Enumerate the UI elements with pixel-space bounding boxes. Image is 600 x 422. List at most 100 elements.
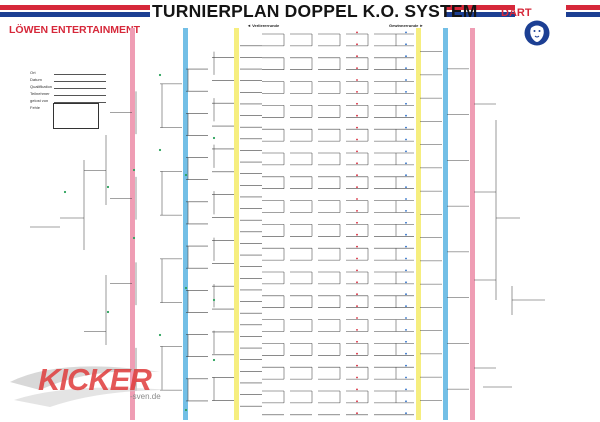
seed-dot bbox=[212, 298, 216, 302]
brand-dart: DART bbox=[501, 7, 532, 19]
score-dot bbox=[405, 102, 407, 105]
notes-box[interactable] bbox=[53, 103, 99, 129]
score-dot bbox=[356, 114, 358, 117]
score-dot bbox=[356, 126, 358, 129]
score-dot bbox=[405, 305, 407, 307]
seed-dot bbox=[132, 236, 136, 240]
score-dot bbox=[356, 79, 358, 81]
score-dot bbox=[405, 245, 407, 248]
score-dot bbox=[356, 210, 358, 212]
score-dot bbox=[405, 55, 407, 58]
score-dot bbox=[356, 162, 358, 165]
score-dot bbox=[356, 352, 358, 355]
score-dot bbox=[356, 388, 358, 391]
score-dot bbox=[356, 43, 358, 46]
score-dot bbox=[356, 67, 358, 69]
score-dot bbox=[356, 31, 358, 34]
seed-dot bbox=[158, 73, 162, 77]
seed-dot bbox=[184, 173, 188, 177]
score-dot bbox=[405, 221, 407, 224]
score-dot bbox=[356, 221, 358, 224]
score-dot bbox=[405, 43, 407, 46]
score-dot bbox=[405, 198, 407, 200]
color-stripe bbox=[130, 28, 135, 420]
score-dot bbox=[356, 102, 358, 105]
score-dot bbox=[356, 233, 358, 236]
score-dot bbox=[356, 329, 358, 331]
section-winners-text: Gewinnerrunde bbox=[389, 23, 419, 28]
watermark-text: KICKER bbox=[38, 362, 152, 397]
score-dot bbox=[356, 317, 358, 319]
info-label: gelost von bbox=[30, 98, 49, 103]
color-stripe bbox=[234, 28, 239, 420]
score-dot bbox=[405, 162, 407, 165]
score-dot bbox=[356, 257, 358, 260]
seed-dot bbox=[132, 168, 136, 172]
score-dot bbox=[356, 281, 358, 284]
color-stripe bbox=[470, 28, 475, 420]
score-dot bbox=[356, 55, 358, 58]
score-dot bbox=[405, 281, 407, 284]
watermark-swoosh bbox=[10, 366, 170, 407]
seed-dot bbox=[63, 190, 67, 194]
seed-dot bbox=[212, 358, 216, 362]
score-dot bbox=[356, 91, 358, 93]
info-label: Ort bbox=[30, 70, 36, 75]
score-dot bbox=[356, 340, 358, 343]
score-dot bbox=[356, 198, 358, 200]
page-title: TURNIERPLAN DOPPEL K.O. SYSTEM bbox=[152, 1, 478, 21]
flag-right bbox=[566, 5, 600, 17]
score-dot bbox=[405, 91, 407, 93]
info-input-line[interactable] bbox=[54, 88, 106, 89]
score-dot bbox=[405, 352, 407, 355]
score-dot bbox=[405, 329, 407, 331]
score-dot bbox=[356, 174, 358, 177]
seed-dot bbox=[106, 310, 110, 314]
info-input-line[interactable] bbox=[54, 81, 106, 82]
score-dot bbox=[405, 269, 407, 272]
flag-left bbox=[0, 5, 150, 17]
score-dot bbox=[356, 138, 358, 141]
info-label: Datum bbox=[30, 77, 42, 82]
color-stripe bbox=[183, 28, 188, 420]
section-losers-text: Verliererrunde bbox=[252, 23, 280, 28]
score-dot bbox=[356, 400, 358, 403]
info-input-line[interactable] bbox=[54, 102, 106, 103]
score-dot bbox=[405, 293, 407, 296]
score-dot bbox=[405, 340, 407, 343]
info-input-line[interactable] bbox=[54, 74, 106, 75]
score-dot bbox=[356, 376, 358, 379]
info-label: Qualifikation bbox=[30, 84, 53, 89]
score-dot bbox=[405, 364, 407, 367]
info-input-line[interactable] bbox=[54, 95, 106, 96]
score-dot bbox=[405, 186, 407, 189]
seed-dot bbox=[158, 333, 162, 337]
seed-dot bbox=[106, 185, 110, 189]
watermark-sub: -sven.de bbox=[130, 392, 161, 401]
color-stripe bbox=[416, 28, 421, 420]
score-dot bbox=[356, 245, 358, 248]
score-dot bbox=[356, 412, 358, 415]
score-dot bbox=[405, 376, 407, 379]
info-label: Fehle bbox=[30, 105, 41, 110]
score-dot bbox=[405, 210, 407, 212]
section-label-winners: Gewinnerrunde ► bbox=[389, 23, 424, 28]
score-dot bbox=[405, 150, 407, 153]
flag-mid-right bbox=[446, 5, 515, 17]
info-label: Teilnehmer bbox=[30, 91, 50, 96]
seed-dot bbox=[212, 136, 216, 140]
score-dot bbox=[405, 31, 407, 34]
brand-logo-left: LÖWEN ENTERTAINMENT bbox=[9, 24, 141, 36]
score-dot bbox=[356, 269, 358, 272]
score-dot bbox=[405, 317, 407, 319]
score-dot bbox=[405, 388, 407, 391]
score-dot bbox=[405, 400, 407, 403]
seed-dot bbox=[158, 148, 162, 152]
score-dot bbox=[405, 67, 407, 69]
score-dot bbox=[405, 174, 407, 177]
lion-head-icon bbox=[524, 20, 550, 46]
score-dot bbox=[405, 412, 407, 415]
score-dot bbox=[356, 150, 358, 153]
